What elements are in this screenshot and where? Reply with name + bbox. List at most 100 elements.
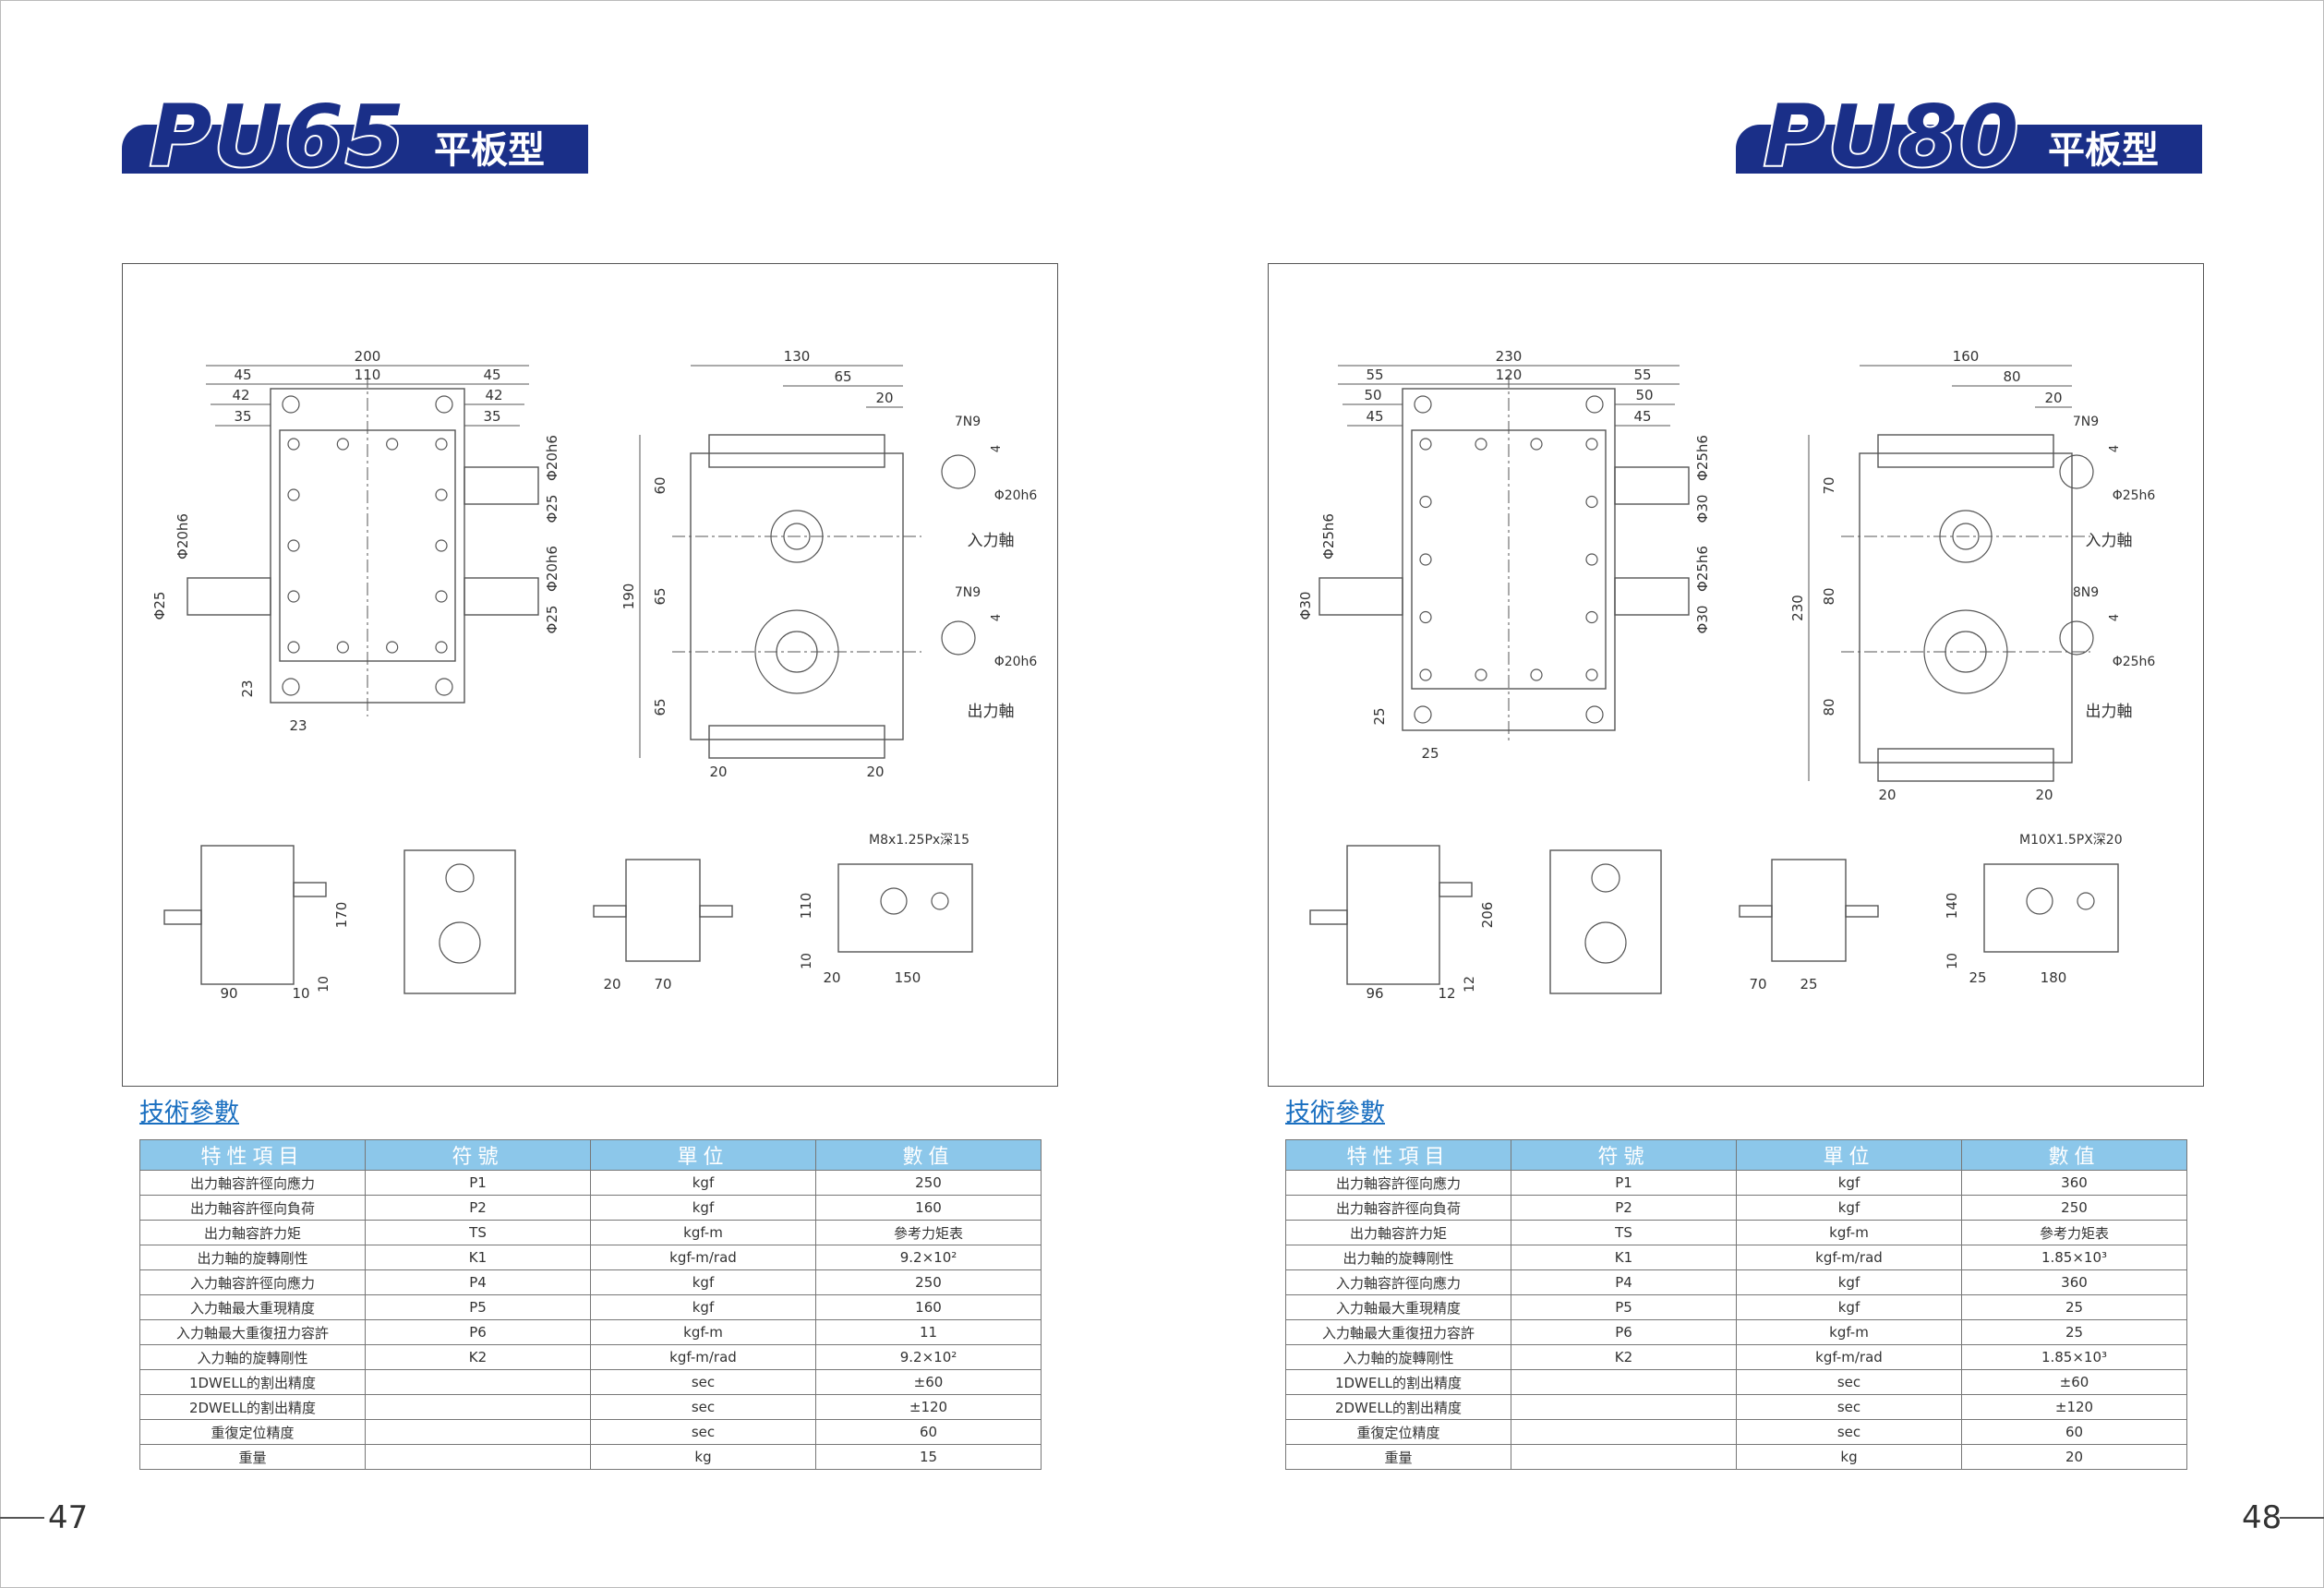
table-cell bbox=[1511, 1369, 1737, 1395]
table-cell: kgf-m/rad bbox=[590, 1245, 816, 1270]
table-cell: TS bbox=[365, 1220, 591, 1245]
small-view-shaft bbox=[1739, 905, 1773, 918]
small-view-shaft bbox=[699, 905, 733, 918]
dimension-label: Φ25h6 bbox=[2113, 488, 2156, 503]
left-title-band bbox=[122, 125, 588, 174]
dimension-label: 10 bbox=[317, 976, 331, 992]
table-cell bbox=[365, 1394, 591, 1420]
table-cell: 1DWELL的割出精度 bbox=[1285, 1369, 1511, 1395]
table-cell: 入力軸的旋轉剛性 bbox=[139, 1344, 366, 1370]
table-cell: K1 bbox=[1511, 1245, 1737, 1270]
dimension-label: 45 bbox=[483, 367, 500, 383]
dimension-label: 70 bbox=[1821, 476, 1837, 494]
left-type-label: 平板型 bbox=[434, 129, 545, 172]
table-cell: 25 bbox=[1961, 1319, 2187, 1345]
dimension-label: 90 bbox=[220, 985, 237, 1002]
table-cell: 9.2×10² bbox=[815, 1344, 1042, 1370]
mounting-hole bbox=[435, 488, 448, 501]
table-cell: 重復定位精度 bbox=[139, 1419, 366, 1445]
table-cell: 出力軸的旋轉剛性 bbox=[1285, 1245, 1511, 1270]
mounting-hole bbox=[1585, 438, 1598, 451]
corner-hole bbox=[1585, 705, 1604, 724]
table-cell: sec bbox=[590, 1369, 816, 1395]
dimension-label: 10 bbox=[800, 953, 814, 969]
dimension-label: 4 bbox=[990, 614, 1004, 621]
corner-hole bbox=[282, 678, 300, 696]
mounting-hole bbox=[336, 641, 349, 654]
output-shaft bbox=[1614, 577, 1690, 616]
dimension-label: 12 bbox=[1438, 985, 1455, 1002]
small-view-bore bbox=[1591, 863, 1620, 893]
dimension-label: 45 bbox=[234, 367, 251, 383]
table-cell: kgf bbox=[1736, 1269, 1962, 1295]
table-cell: 25 bbox=[1961, 1294, 2187, 1320]
dimension-label: 10 bbox=[1945, 953, 1960, 969]
dimension-label: 200 bbox=[355, 348, 381, 365]
small-view-shaft bbox=[293, 882, 327, 897]
mounting-hole bbox=[1530, 668, 1543, 681]
dimension-label: 25 bbox=[1800, 976, 1817, 992]
side-bottom-flange bbox=[1877, 748, 2054, 782]
table-cell: 參考力矩表 bbox=[1961, 1220, 2187, 1245]
table-cell: kgf-m bbox=[590, 1319, 816, 1345]
dimension-label: M8x1.25Px深15 bbox=[869, 833, 969, 848]
table-cell: 1DWELL的割出精度 bbox=[139, 1369, 366, 1395]
dimension-label: 80 bbox=[2003, 368, 2020, 385]
table-cell: sec bbox=[590, 1394, 816, 1420]
table-cell: 出力軸容許力矩 bbox=[1285, 1220, 1511, 1245]
dimension-label: Φ30 bbox=[1694, 495, 1711, 523]
table-cell: 出力軸容許徑向負荷 bbox=[139, 1195, 366, 1221]
right-spec-header-row: 特性項目符號單位數值 bbox=[1285, 1139, 2187, 1171]
table-header-cell: 特性項目 bbox=[1285, 1139, 1511, 1171]
left-page-line bbox=[0, 1517, 44, 1519]
dimension-label: 42 bbox=[232, 387, 249, 403]
table-cell: 入力軸的旋轉剛性 bbox=[1285, 1344, 1511, 1370]
table-header-cell: 符號 bbox=[365, 1139, 591, 1171]
mounting-hole bbox=[1475, 668, 1487, 681]
small-view-top bbox=[1771, 859, 1847, 962]
dimension-label: 70 bbox=[1749, 976, 1766, 992]
dimension-label: 23 bbox=[239, 680, 256, 697]
dimension-label: 96 bbox=[1366, 985, 1383, 1002]
dimension-label: 20 bbox=[875, 390, 893, 406]
small-view-shaft bbox=[1309, 909, 1348, 925]
mounting-hole bbox=[386, 438, 399, 451]
keyway-profile bbox=[2059, 620, 2094, 656]
dimension-label: 65 bbox=[834, 368, 851, 385]
table-cell: K2 bbox=[1511, 1344, 1737, 1370]
mounting-hole bbox=[287, 438, 300, 451]
dimension-label: 80 bbox=[1821, 587, 1837, 605]
table-cell: kgf bbox=[1736, 1195, 1962, 1221]
mounting-hole bbox=[1419, 495, 1432, 509]
table-cell: kgf bbox=[590, 1195, 816, 1221]
table-cell: 11 bbox=[815, 1319, 1042, 1345]
dimension-label: 20 bbox=[709, 764, 727, 780]
small-view-shaft bbox=[1845, 905, 1879, 918]
mounting-hole bbox=[435, 438, 448, 451]
dimension-label: 50 bbox=[1635, 387, 1653, 403]
dimension-label: Φ30 bbox=[1694, 606, 1711, 634]
keyway-profile bbox=[941, 454, 976, 489]
dimension-label: 10 bbox=[292, 985, 309, 1002]
small-view-front bbox=[1346, 845, 1440, 985]
table-cell: P5 bbox=[365, 1294, 591, 1320]
dimension-label: 206 bbox=[1479, 902, 1496, 929]
dimension-label: 20 bbox=[603, 976, 620, 992]
small-view-front bbox=[200, 845, 295, 985]
dimension-label: 50 bbox=[1364, 387, 1381, 403]
table-cell: kgf bbox=[590, 1269, 816, 1295]
dimension-label: Φ25h6 bbox=[2113, 655, 2156, 669]
table-cell: TS bbox=[1511, 1220, 1737, 1245]
dimension-label: 65 bbox=[652, 587, 668, 605]
table-cell: kgf bbox=[1736, 1170, 1962, 1196]
table-header-cell: 單位 bbox=[590, 1139, 816, 1171]
small-view-shaft bbox=[593, 905, 627, 918]
